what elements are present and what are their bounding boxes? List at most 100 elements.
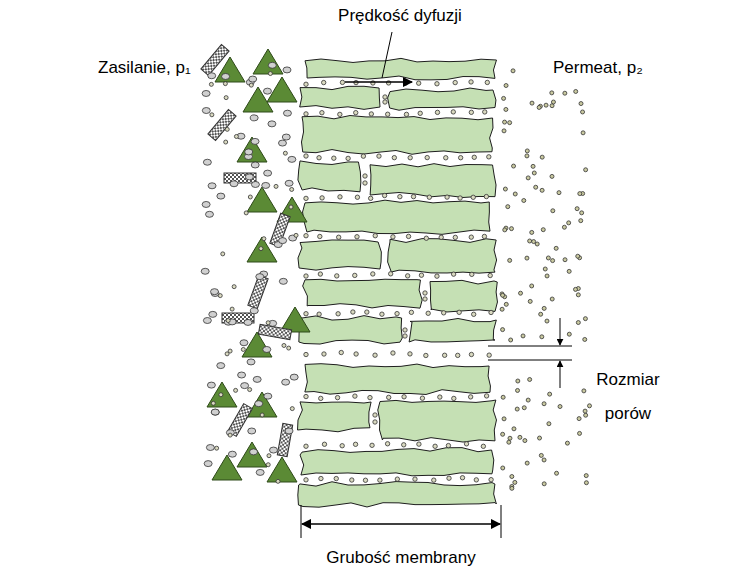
molecule [319,396,323,400]
molecule [546,256,550,260]
rod-molecule [270,213,290,246]
molecule [402,395,406,399]
medium-molecule [250,449,258,455]
medium-molecule [285,428,293,434]
molecule [503,187,507,191]
molecule [304,352,308,356]
molecule [319,476,323,480]
molecule [563,91,567,95]
molecule [391,235,395,239]
molecule [511,69,515,73]
molecule [398,194,402,198]
rod-molecule [208,110,236,141]
medium-molecule [278,140,286,146]
medium-molecule [255,401,263,407]
molecule [368,395,372,399]
molecule [338,195,342,199]
molecule [542,306,546,310]
dimension-arrow [560,361,561,388]
molecule [373,420,377,424]
molecule [563,258,567,262]
medium-molecule [264,393,272,399]
molecule [506,205,510,209]
molecule [304,312,308,316]
molecule [562,225,566,229]
medium-molecule [238,372,246,378]
molecule [355,195,359,199]
molecule [551,259,555,263]
molecule [435,274,439,278]
molecule [577,417,581,421]
medium-molecule [207,382,215,388]
dimension-label: Rozmiar porów [580,363,676,431]
molecule [464,442,468,446]
molecule [537,105,541,109]
molecule [484,194,488,198]
molecule [445,195,449,199]
molecule [551,209,555,213]
molecule [485,80,489,84]
molecule [373,234,377,238]
molecule [404,112,408,116]
molecule [587,404,591,408]
medium-molecule [250,308,258,314]
molecule [458,156,462,160]
molecule [535,242,539,246]
molecule [340,80,344,84]
molecule [481,444,485,448]
molecule [382,193,386,197]
molecule [318,234,322,238]
molecule [395,311,399,315]
molecule [471,195,475,199]
medium-molecule [250,115,258,121]
medium-molecule [201,268,209,274]
molecule [418,111,422,115]
molecule [395,477,399,481]
molecule [346,156,350,160]
molecule [453,80,457,84]
molecule [482,234,486,238]
molecule [532,240,536,244]
molecule [555,471,559,475]
medium-molecule [256,469,264,475]
medium-molecule [269,447,277,453]
molecule [223,82,227,86]
dimension-arrow [560,318,561,345]
molecule [446,443,450,447]
molecule [224,96,228,100]
molecule [522,406,526,410]
molecule [435,110,439,114]
large-molecule [253,49,283,74]
dimension-line [488,360,572,361]
membrane-grain [301,116,493,155]
molecule [522,199,526,203]
molecule [405,274,409,278]
molecule [483,110,487,114]
molecule [403,328,407,332]
molecule [456,353,460,357]
molecule [508,436,512,440]
molecule [542,402,546,406]
molecule [317,312,321,316]
membrane-grain [303,200,490,234]
rod-molecule [258,324,291,339]
molecule [504,107,508,111]
molecule [378,478,382,482]
membrane-grain [409,318,496,342]
molecule [321,80,325,84]
molecule [209,82,213,86]
molecule [322,352,326,356]
molecule [542,458,546,462]
molecule [534,185,538,189]
medium-molecule [247,359,255,365]
medium-molecule [251,138,259,144]
medium-molecule [263,88,271,94]
molecule [249,83,253,87]
molecule [387,395,391,399]
medium-molecule [210,289,218,295]
molecule [581,110,585,114]
molecule [581,131,585,135]
molecule [545,274,549,278]
molecule [500,307,504,311]
molecule [419,273,423,277]
